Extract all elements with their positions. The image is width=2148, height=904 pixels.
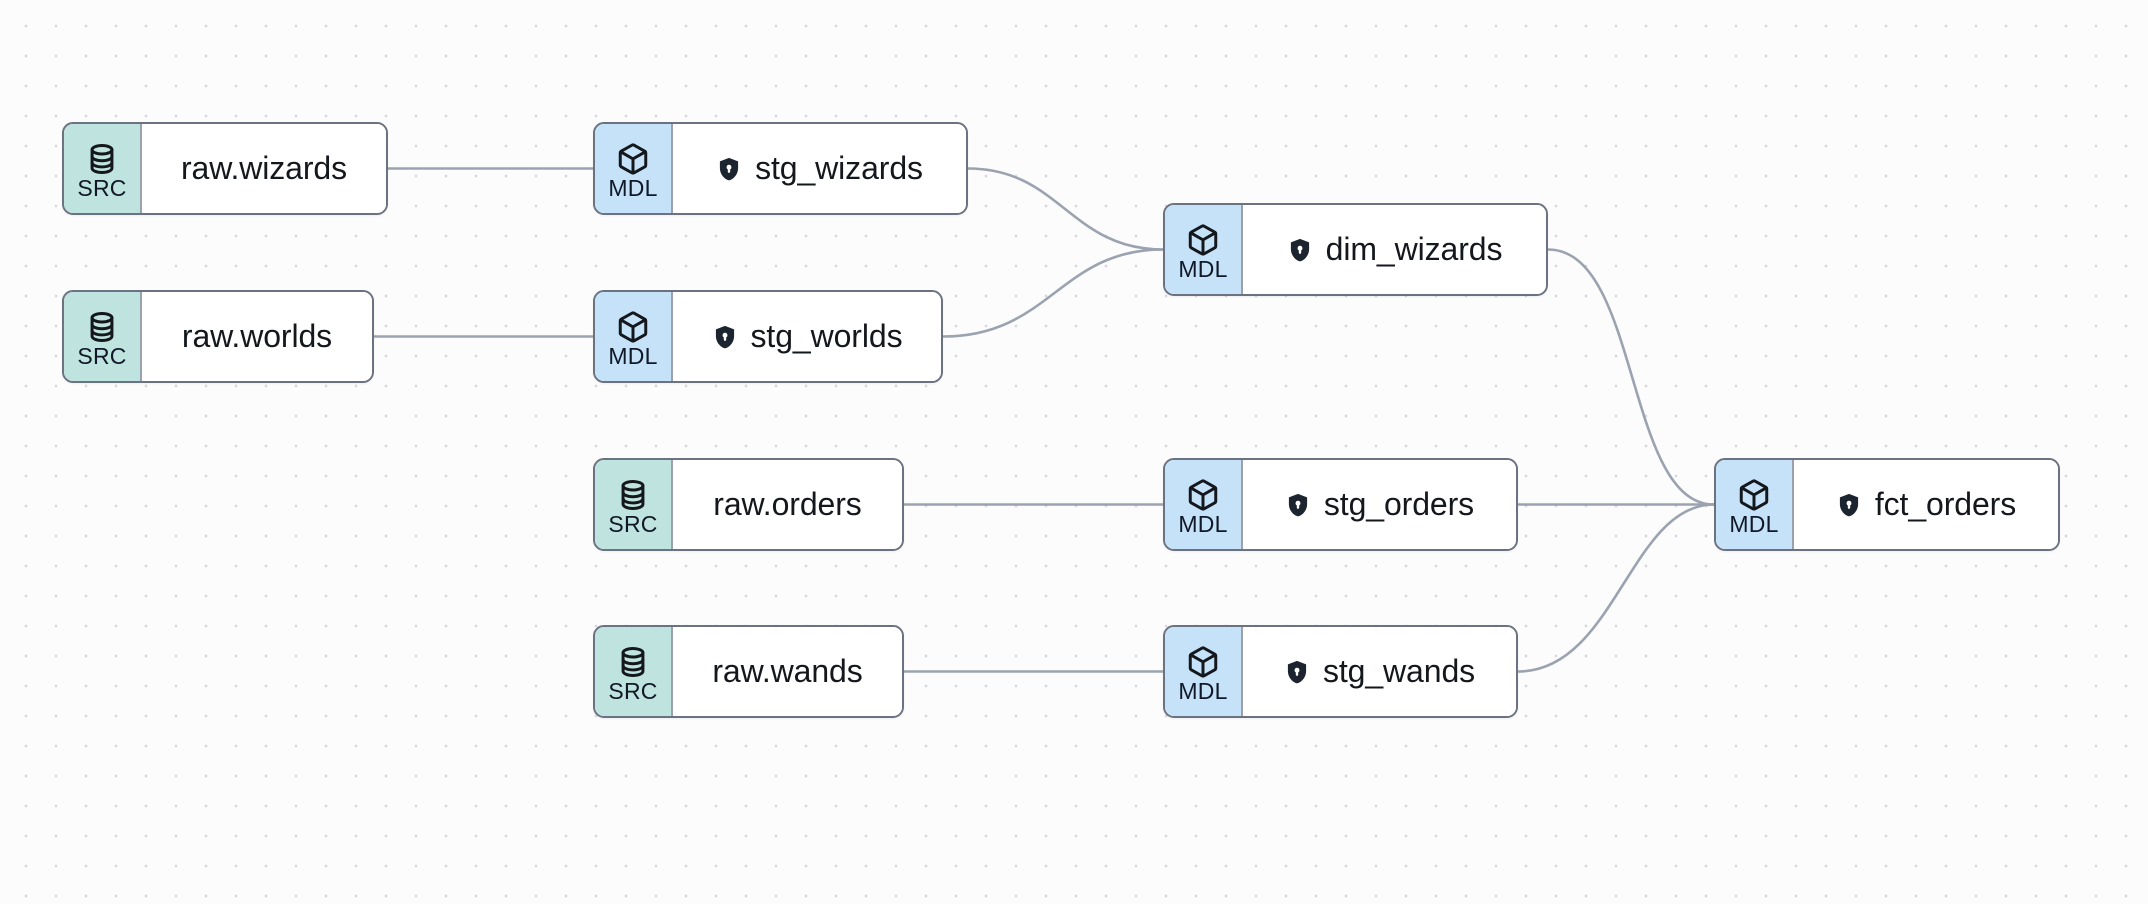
node-body-fct_orders: fct_orders	[1794, 460, 2058, 549]
node-body-stg_wizards: stg_wizards	[673, 124, 966, 213]
node-fct_orders[interactable]: MDL fct_orders	[1714, 458, 2060, 551]
node-label: stg_wizards	[755, 150, 923, 186]
database-icon	[616, 478, 650, 512]
edge-dim_wizards-to-fct_orders[interactable]	[1546, 248, 1716, 506]
cube-icon	[616, 142, 650, 176]
node-label: stg_wands	[1322, 653, 1476, 689]
node-type-label: MDL	[608, 174, 658, 201]
node-type-label: MDL	[608, 342, 658, 369]
node-label: raw.wands	[712, 653, 863, 689]
shield-lock-icon	[716, 156, 742, 182]
node-type-label: SRC	[77, 174, 127, 201]
node-type-badge-stg_worlds: MDL	[595, 292, 673, 381]
node-type-badge-raw_wizards: SRC	[64, 124, 142, 213]
node-dim_wizards[interactable]: MDL dim_wizards	[1163, 203, 1548, 296]
shield-lock-icon	[1284, 659, 1310, 685]
cube-icon	[1186, 645, 1220, 679]
node-body-stg_orders: stg_orders	[1243, 460, 1516, 549]
node-type-label: SRC	[77, 342, 127, 369]
edge-stg_worlds-to-dim_wizards[interactable]	[941, 248, 1165, 338]
node-type-badge-stg_orders: MDL	[1165, 460, 1243, 549]
cube-icon	[1186, 478, 1220, 512]
node-body-raw_worlds: raw.worlds	[142, 292, 372, 381]
node-type-badge-dim_wizards: MDL	[1165, 205, 1243, 294]
shield-lock-icon	[1287, 237, 1313, 263]
cube-icon	[1737, 478, 1771, 512]
node-type-badge-raw_orders: SRC	[595, 460, 673, 549]
node-type-badge-raw_wands: SRC	[595, 627, 673, 716]
node-label: stg_orders	[1323, 486, 1475, 522]
node-label: stg_worlds	[750, 318, 903, 354]
node-raw_wizards[interactable]: SRC raw.wizards	[62, 122, 388, 215]
node-stg_wands[interactable]: MDL stg_wands	[1163, 625, 1518, 718]
database-icon	[85, 310, 119, 344]
database-icon	[85, 142, 119, 176]
node-raw_wands[interactable]: SRC raw.wands	[593, 625, 904, 718]
shield-lock-icon	[1285, 492, 1311, 518]
node-stg_orders[interactable]: MDL stg_orders	[1163, 458, 1518, 551]
node-type-badge-stg_wands: MDL	[1165, 627, 1243, 716]
node-body-dim_wizards: dim_wizards	[1243, 205, 1546, 294]
node-body-stg_wands: stg_wands	[1243, 627, 1516, 716]
shield-lock-icon	[1836, 492, 1862, 518]
node-label: dim_wizards	[1325, 231, 1503, 267]
database-icon	[616, 645, 650, 679]
node-label: raw.worlds	[181, 318, 333, 354]
node-stg_wizards[interactable]: MDL stg_wizards	[593, 122, 968, 215]
node-label: fct_orders	[1874, 486, 2017, 522]
node-type-label: MDL	[1729, 510, 1779, 537]
node-stg_worlds[interactable]: MDL stg_worlds	[593, 290, 943, 383]
edge-stg_wands-to-fct_orders[interactable]	[1516, 503, 1716, 673]
cube-icon	[1186, 223, 1220, 257]
node-raw_orders[interactable]: SRC raw.orders	[593, 458, 904, 551]
node-type-badge-raw_worlds: SRC	[64, 292, 142, 381]
shield-lock-icon	[712, 324, 738, 350]
cube-icon	[616, 310, 650, 344]
node-type-label: SRC	[608, 510, 658, 537]
node-type-label: MDL	[1178, 510, 1228, 537]
node-type-label: MDL	[1178, 255, 1228, 282]
node-type-badge-stg_wizards: MDL	[595, 124, 673, 213]
node-type-label: MDL	[1178, 677, 1228, 704]
node-body-raw_wizards: raw.wizards	[142, 124, 386, 213]
edge-stg_wizards-to-dim_wizards[interactable]	[966, 167, 1165, 251]
node-label: raw.wizards	[180, 150, 348, 186]
node-body-stg_worlds: stg_worlds	[673, 292, 941, 381]
node-label: raw.orders	[713, 486, 862, 522]
node-body-raw_wands: raw.wands	[673, 627, 902, 716]
node-type-label: SRC	[608, 677, 658, 704]
node-raw_worlds[interactable]: SRC raw.worlds	[62, 290, 374, 383]
node-type-badge-fct_orders: MDL	[1716, 460, 1794, 549]
node-body-raw_orders: raw.orders	[673, 460, 902, 549]
